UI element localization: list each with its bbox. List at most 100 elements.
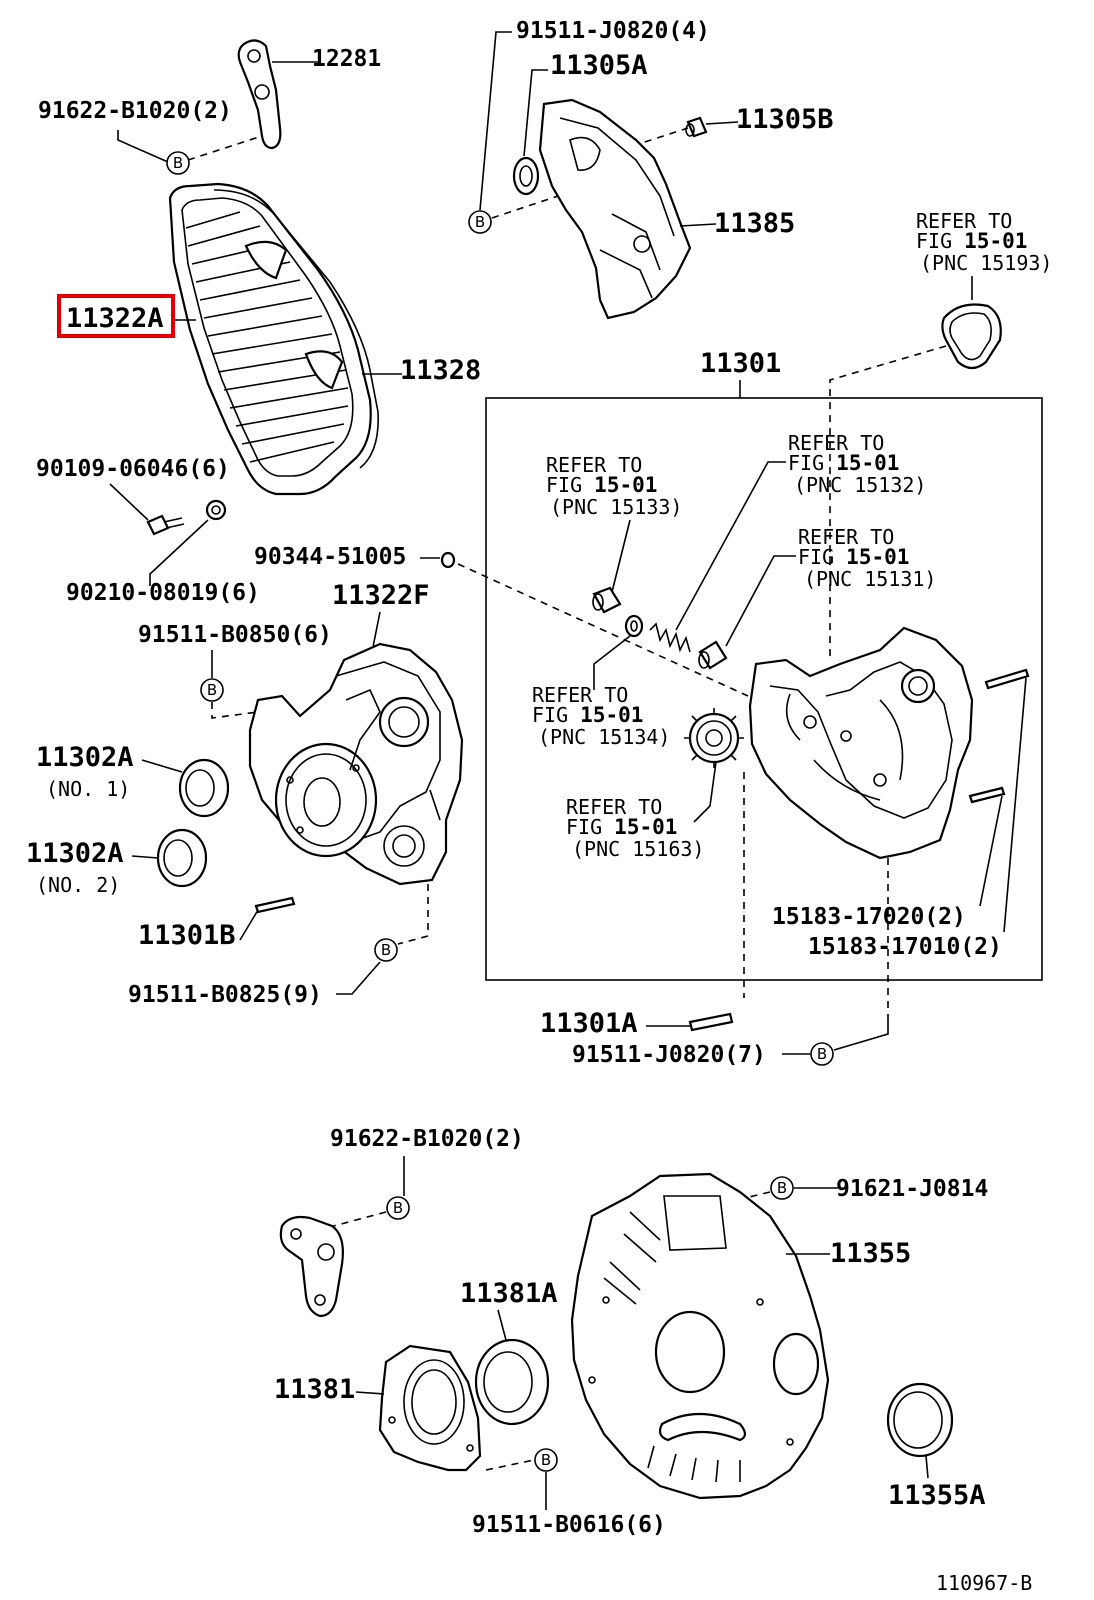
- washer-15134-drawing[interactable]: [624, 614, 644, 638]
- cap-11355a-drawing[interactable]: [886, 1382, 954, 1458]
- bolt-marker: B: [468, 210, 492, 234]
- refer-note-15163: REFER TO FIG 15-01 (PNC 15163): [566, 795, 704, 861]
- bolt-marker: B: [386, 1196, 410, 1220]
- bolt-marker: B: [374, 938, 398, 962]
- refer-note-15131: REFER TO FIG 15-01 (PNC 15131): [798, 525, 936, 591]
- retainer-11381-drawing[interactable]: [378, 1344, 482, 1472]
- label-91511-b0825[interactable]: 91511-B0825(9): [128, 982, 322, 1008]
- bolt-marker: B: [534, 1448, 558, 1472]
- svg-text:REFER TO: REFER TO: [798, 525, 894, 549]
- label-11301[interactable]: 11301: [700, 348, 781, 379]
- svg-text:B: B: [541, 1451, 551, 1469]
- label-11305a[interactable]: 11305A: [550, 50, 648, 81]
- gasket-11328-drawing[interactable]: [213, 189, 379, 469]
- svg-text:B: B: [173, 154, 183, 172]
- svg-text:(PNC 15193): (PNC 15193): [920, 251, 1052, 275]
- timing-case-11301-drawing[interactable]: [748, 626, 974, 860]
- label-91622-b1020-top[interactable]: 91622-B1020(2): [38, 98, 232, 124]
- label-15183-17010[interactable]: 15183-17010(2): [808, 934, 1002, 960]
- diagram-id: 110967-B: [936, 1571, 1032, 1595]
- stud-15183-17020-drawing[interactable]: [984, 668, 1030, 690]
- svg-text:FIG 15-01: FIG 15-01: [916, 229, 1027, 253]
- label-91621-j0814[interactable]: 91621-J0814: [836, 1176, 988, 1202]
- svg-text:B: B: [381, 941, 391, 959]
- svg-text:FIG 15-01: FIG 15-01: [566, 815, 677, 839]
- label-no2: (NO. 2): [36, 873, 120, 897]
- assembly-box-11301: [485, 397, 1043, 981]
- label-91511-b0850[interactable]: 91511-B0850(6): [138, 622, 332, 648]
- bolt-marker: B: [810, 1042, 834, 1066]
- bracket-12281-drawing[interactable]: [237, 39, 282, 150]
- svg-text:REFER TO: REFER TO: [788, 431, 884, 455]
- label-90210-08019[interactable]: 90210-08019(6): [66, 580, 260, 606]
- bracket-lower-drawing[interactable]: [279, 1215, 344, 1318]
- bolt-90344-drawing[interactable]: [440, 551, 456, 569]
- svg-text:REFER TO: REFER TO: [566, 795, 662, 819]
- svg-text:REFER TO: REFER TO: [916, 209, 1012, 233]
- svg-text:FIG 15-01: FIG 15-01: [532, 703, 643, 727]
- cover-11385-drawing[interactable]: [538, 98, 692, 320]
- spring-15132-drawing[interactable]: [649, 622, 691, 653]
- svg-text:(PNC 15134): (PNC 15134): [538, 725, 670, 749]
- timing-cover-11322a-drawing[interactable]: [168, 182, 372, 496]
- stud-15183-17010-drawing[interactable]: [968, 786, 1006, 804]
- label-11302a-no1[interactable]: 11302A: [36, 742, 134, 773]
- dowel-11301b-drawing[interactable]: [254, 896, 296, 914]
- cover-11322f-drawing[interactable]: [248, 642, 464, 886]
- svg-text:FIG 15-01: FIG 15-01: [798, 545, 909, 569]
- svg-text:FIG 15-01: FIG 15-01: [546, 473, 657, 497]
- svg-text:B: B: [817, 1045, 827, 1063]
- label-11301a[interactable]: 11301A: [540, 1008, 638, 1039]
- label-91511-j0820-7[interactable]: 91511-J0820(7): [572, 1042, 766, 1068]
- bolt-90109-drawing[interactable]: [146, 514, 185, 536]
- label-90344-51005[interactable]: 90344-51005: [254, 544, 406, 570]
- valve-15131-drawing[interactable]: [698, 640, 728, 670]
- label-11381[interactable]: 11381: [274, 1374, 355, 1405]
- seal-11305a-drawing[interactable]: [512, 156, 540, 196]
- highlight-box-11322a: [57, 294, 175, 338]
- label-11385[interactable]: 11385: [714, 208, 795, 239]
- refer-note-15134: REFER TO FIG 15-01 (PNC 15134): [532, 683, 670, 749]
- seal-11302a-no1-drawing[interactable]: [178, 758, 230, 818]
- label-12281[interactable]: 12281: [312, 46, 381, 72]
- plug-11305b-drawing[interactable]: [685, 116, 708, 138]
- dowel-11301a-drawing[interactable]: [688, 1012, 734, 1032]
- seal-11381a-drawing[interactable]: [474, 1338, 550, 1426]
- label-15183-17020[interactable]: 15183-17020(2): [772, 904, 966, 930]
- label-11322f[interactable]: 11322F: [332, 580, 430, 611]
- bolt-marker: B: [200, 678, 224, 702]
- label-11305b[interactable]: 11305B: [736, 104, 834, 135]
- label-11328[interactable]: 11328: [400, 355, 481, 386]
- refer-note-15132: REFER TO FIG 15-01 (PNC 15132): [788, 431, 926, 497]
- nut-90210-drawing[interactable]: [205, 499, 227, 521]
- svg-text:B: B: [207, 681, 217, 699]
- label-91511-j0820-4[interactable]: 91511-J0820(4): [516, 18, 710, 44]
- svg-text:B: B: [475, 213, 485, 231]
- refer-note-15133: REFER TO FIG 15-01 (PNC 15133): [546, 453, 682, 519]
- bolt-marker: B: [770, 1176, 794, 1200]
- svg-text:(PNC 15132): (PNC 15132): [794, 473, 926, 497]
- svg-text:REFER TO: REFER TO: [546, 453, 642, 477]
- label-11355[interactable]: 11355: [830, 1238, 911, 1269]
- label-11322a[interactable]: 11322A: [66, 303, 164, 334]
- svg-text:B: B: [777, 1179, 787, 1197]
- gear-15163-drawing[interactable]: [684, 708, 744, 768]
- label-91511-b0616[interactable]: 91511-B0616(6): [472, 1512, 666, 1538]
- plug-15133-drawing[interactable]: [592, 586, 622, 614]
- o-ring-15193-drawing[interactable]: [941, 303, 1002, 370]
- label-no1: (NO. 1): [46, 777, 130, 801]
- seal-11302a-no2-drawing[interactable]: [156, 828, 208, 888]
- svg-text:B: B: [393, 1199, 403, 1217]
- label-90109-06046[interactable]: 90109-06046(6): [36, 456, 230, 482]
- label-11355a[interactable]: 11355A: [888, 1480, 986, 1511]
- svg-text:FIG 15-01: FIG 15-01: [788, 451, 899, 475]
- end-plate-11355-drawing[interactable]: [570, 1172, 830, 1500]
- label-11302a-no2[interactable]: 11302A: [26, 838, 124, 869]
- label-11301b[interactable]: 11301B: [138, 920, 236, 951]
- svg-text:(PNC 15133): (PNC 15133): [550, 495, 682, 519]
- refer-note-15193: REFER TO FIG 15-01 (PNC 15193): [916, 209, 1052, 275]
- label-91622-b1020-bottom[interactable]: 91622-B1020(2): [330, 1126, 524, 1152]
- label-11381a[interactable]: 11381A: [460, 1278, 558, 1309]
- svg-text:(PNC 15163): (PNC 15163): [572, 837, 704, 861]
